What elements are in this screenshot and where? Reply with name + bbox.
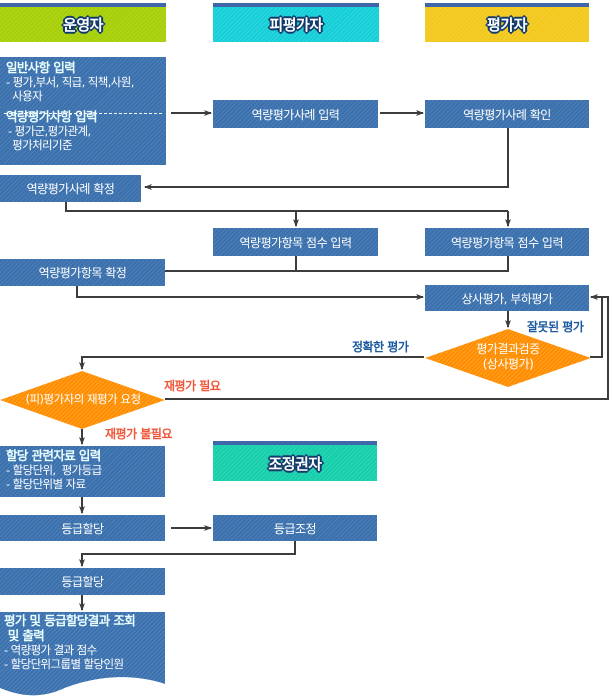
- step-superior-subordinate-eval-label: 상사평가, 부하평가: [461, 291, 553, 306]
- result-output-title: 평가 및 등급할당결과 조회: [4, 613, 136, 628]
- decision-reeval-request-label: (피)평가자의 재평가 요청: [25, 392, 141, 406]
- step-case-input-label: 역량평가사례 입력: [251, 107, 340, 122]
- edge-label-correct-eval: 정확한 평가: [352, 340, 409, 354]
- decision-result-verify-line: (상사평가): [482, 357, 534, 371]
- lane-header-operator: 운영자: [0, 3, 166, 42]
- allocation-input-detail: - 할당단위, 평가등급: [6, 463, 102, 477]
- lane-header-operator-label: 운영자: [63, 16, 103, 34]
- edge-label-reeval-needed: 재평가 필요: [164, 379, 221, 393]
- step-grade-adjust: 등급조정: [213, 515, 377, 541]
- general-input-detail: - 평가,부서, 직급, 직책,사원,: [6, 75, 134, 89]
- lane-header-evaluator: 평가자: [425, 3, 589, 42]
- decision-reeval-request: (피)평가자의 재평가 요청: [0, 392, 166, 407]
- step-grade-allocation-2: 등급할당: [0, 568, 165, 595]
- general-input-title: 일반사항 입력: [6, 60, 76, 75]
- step-case-finalize-label: 역량평가사례 확정: [26, 182, 115, 196]
- lane-header-adjuster: 조정권자: [213, 441, 377, 481]
- step-result-output-shape: [0, 612, 165, 696]
- arrow-to-item-finalize: [145, 256, 509, 271]
- result-output-detail: - 역량평가 결과 점수: [4, 643, 97, 657]
- edge-label-reeval-not-needed: 재평가 불필요: [105, 427, 172, 441]
- arrow-correct-eval: [79, 356, 424, 370]
- step-case-check-label: 역량평가사례 확인: [463, 107, 551, 122]
- competency-input-title: 역량평가사항 입력: [6, 109, 98, 124]
- step-score-input-evaluator: 역량평가항목 점수 입력: [425, 228, 589, 256]
- step-case-finalize: 역량평가사례 확정: [0, 175, 141, 202]
- step-case-check: 역량평가사례 확인: [425, 100, 589, 128]
- step-grade-allocation-2-label: 등급할당: [61, 575, 104, 589]
- competency-input-detail: - 평가군,평가관계,: [8, 124, 91, 138]
- arrow-to-case-finalize: [144, 128, 509, 190]
- edge-label-wrong-eval: 잘못된 평가: [527, 320, 584, 334]
- step-score-input-evaluatee: 역량평가항목 점수 입력: [213, 228, 378, 256]
- step-general-and-competency-input: 일반사항 입력 - 평가,부서, 직급, 직책,사원, 사용자 역량평가사항 입…: [0, 57, 166, 165]
- step-result-output: 평가 및 등급할당결과 조회 및 출력 - 역량평가 결과 점수 - 할당단위그…: [0, 613, 165, 671]
- step-grade-allocation-1-label: 등급할당: [61, 521, 104, 536]
- result-output-title: 및 출력: [4, 628, 45, 643]
- step-superior-subordinate-eval: 상사평가, 부하평가: [425, 285, 589, 311]
- step-item-finalize: 역량평가항목 확정: [0, 259, 165, 286]
- step-score-input-evaluatee-label: 역량평가항목 점수 입력: [239, 235, 352, 250]
- arrow-to-score-inputs: [65, 202, 508, 212]
- allocation-input-detail: - 할당단위별 자료: [6, 477, 86, 491]
- lane-header-evaluatee-label: 피평가자: [269, 16, 323, 34]
- decision-reeval-request-shape: [0, 371, 165, 429]
- result-output-detail: - 할당단위그룹별 할당인원: [4, 657, 124, 671]
- step-grade-allocation-1: 등급할당: [0, 515, 165, 541]
- decision-result-verify-shape: [425, 329, 591, 387]
- general-input-detail: 사용자: [6, 89, 43, 103]
- step-grade-adjust-label: 등급조정: [273, 521, 317, 536]
- step-allocation-input: 할당 관련자료 입력 - 할당단위, 평가등급 - 할당단위별 자료: [0, 446, 165, 497]
- lane-header-adjuster-label: 조정권자: [268, 454, 322, 473]
- allocation-input-title: 할당 관련자료 입력: [6, 448, 101, 463]
- step-score-input-evaluator-label: 역량평가항목 점수 입력: [450, 235, 564, 250]
- decision-result-verify-line: 평가결과검증: [476, 342, 540, 356]
- lane-header-evaluatee: 피평가자: [213, 3, 379, 42]
- step-case-input: 역량평가사례 입력: [213, 100, 378, 128]
- lane-header-evaluator-label: 평가자: [487, 16, 527, 34]
- arrow-reeval-needed-loop: [165, 296, 609, 400]
- arrow-wrong-eval-loop: [590, 294, 603, 358]
- divider: [4, 113, 162, 114]
- arrow-to-superior-eval: [76, 286, 424, 300]
- competency-input-detail: 평가처리기준: [6, 138, 72, 152]
- decision-result-verify: 평가결과검증 (상사평가): [424, 342, 592, 372]
- step-item-finalize-label: 역량평가항목 확정: [38, 266, 127, 280]
- arrow-to-grade-allocation-2: [79, 541, 296, 567]
